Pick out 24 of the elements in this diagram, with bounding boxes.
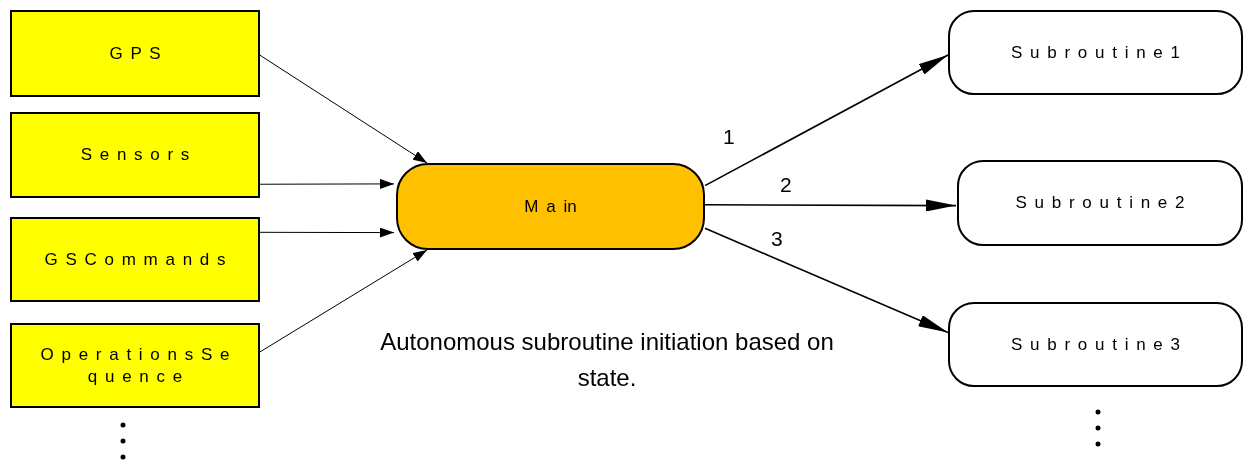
input-box	[10, 112, 260, 198]
node-label: O p e r a t i o n s S e q u e n c e	[40, 344, 230, 387]
node-label: G P S	[108, 42, 162, 65]
node-label: S u b r o u t i n e 1	[1011, 42, 1180, 63]
node-label: M a in	[524, 196, 577, 217]
input-box	[10, 10, 260, 97]
caption: Autonomous subroutine initiation based on state.	[379, 327, 835, 393]
arrow	[259, 227, 395, 238]
input-box	[10, 217, 260, 302]
arrow	[704, 227, 949, 334]
node-label: S e n s o r s	[79, 144, 191, 166]
arrow	[704, 54, 949, 187]
arrow	[259, 249, 428, 353]
arrow	[259, 54, 428, 164]
node-label: S u b r o u t i n e 3	[1011, 334, 1180, 355]
subroutine-box	[957, 160, 1243, 246]
node-label: S u b r o u t i n e 2	[1015, 193, 1185, 213]
arrow	[259, 178, 395, 189]
arrow	[704, 199, 957, 212]
input-box	[10, 323, 260, 408]
subroutine-box	[948, 10, 1243, 95]
process-box	[396, 163, 705, 250]
subroutine-box	[948, 302, 1243, 387]
node-label: G S C o m m a n d s	[43, 248, 227, 271]
